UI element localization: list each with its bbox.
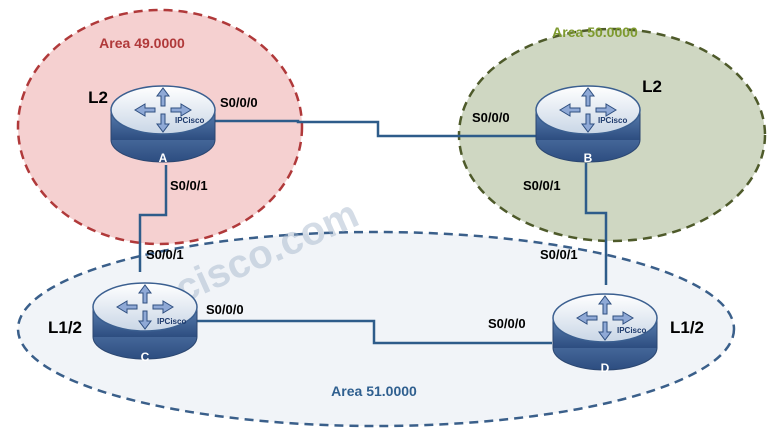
router-b[interactable]: IPCisco B bbox=[535, 85, 641, 165]
router-b-brand: IPCisco bbox=[598, 116, 627, 125]
router-c-brand: IPCisco bbox=[157, 317, 186, 326]
router-a-name: A bbox=[159, 151, 168, 165]
area-51-label: Area 51.0000 bbox=[331, 383, 417, 399]
links bbox=[138, 119, 608, 345]
link-a-b bbox=[214, 119, 536, 138]
router-a[interactable]: IPCisco A bbox=[110, 85, 216, 165]
area-50-label: Area 50.0000 bbox=[552, 24, 638, 40]
router-a-s001-label: S0/0/1 bbox=[170, 178, 208, 193]
router-a-brand: IPCisco bbox=[175, 116, 204, 125]
router-b-s001-label: S0/0/1 bbox=[523, 178, 561, 193]
router-a-s000-label: S0/0/0 bbox=[220, 95, 258, 110]
router-b-s000-label: S0/0/0 bbox=[472, 110, 510, 125]
router-b-name: B bbox=[584, 151, 593, 165]
router-c-s000-label: S0/0/0 bbox=[206, 302, 244, 317]
router-d-s001-label: S0/0/1 bbox=[540, 247, 578, 262]
router-c-name: C bbox=[141, 350, 150, 364]
router-a-role: L2 bbox=[88, 88, 108, 107]
router-c[interactable]: IPCisco C bbox=[92, 282, 198, 364]
router-b-role: L2 bbox=[642, 77, 662, 96]
router-d[interactable]: IPCisco D bbox=[552, 293, 658, 375]
router-d-brand: IPCisco bbox=[617, 326, 646, 335]
router-d-name: D bbox=[601, 361, 610, 375]
area-51: Area 51.0000 bbox=[16, 230, 736, 428]
router-d-role: L1/2 bbox=[670, 318, 704, 337]
area-51-shape bbox=[16, 230, 736, 428]
router-c-role: L1/2 bbox=[48, 318, 82, 337]
area-49-label: Area 49.0000 bbox=[99, 35, 185, 51]
link-a-c bbox=[138, 165, 168, 272]
link-b-d bbox=[584, 163, 608, 285]
link-c-d bbox=[196, 319, 552, 345]
router-c-s001-label: S0/0/1 bbox=[146, 247, 184, 262]
router-d-s000-label: S0/0/0 bbox=[488, 316, 526, 331]
